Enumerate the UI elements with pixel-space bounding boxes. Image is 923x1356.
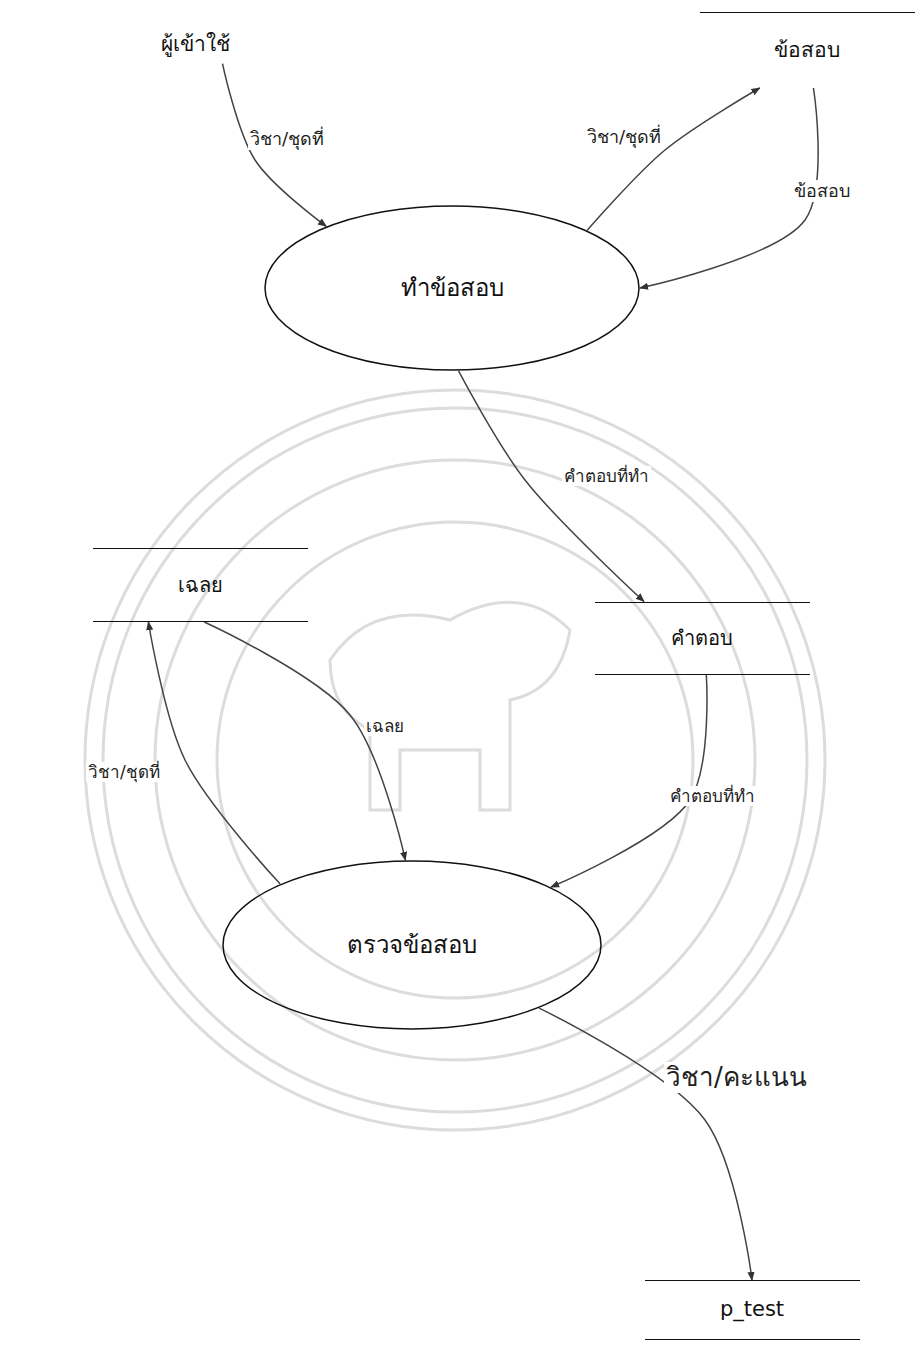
process-ellipse: ตรวจข้อสอบ: [222, 860, 602, 1030]
flow-label: เฉลย: [364, 716, 406, 736]
flow-label: ข้อสอบ: [792, 180, 852, 202]
flow-label: วิชา/ชุดที่: [585, 126, 663, 148]
data-flow-arrow: [539, 1008, 752, 1280]
process-ellipse: ทำข้อสอบ: [264, 205, 640, 371]
node-label: เฉลย: [178, 573, 223, 597]
data-flow-arrow: [204, 622, 405, 860]
node-label: ข้อสอบ: [774, 38, 840, 63]
node-text-group: ข้อสอบ: [774, 38, 840, 63]
node-label: ผู้เข้าใช้: [161, 32, 230, 57]
flow-label: คำตอบที่ทำ: [562, 466, 651, 486]
data-store: เฉลย: [93, 548, 308, 622]
node-text-group: เฉลย: [178, 573, 223, 597]
external-entity: ผู้เข้าใช้: [140, 26, 250, 63]
flow-label: วิชา/ชุดที่: [86, 762, 162, 782]
data-store: p_test: [645, 1280, 860, 1340]
data-flow-arrow: [223, 64, 327, 227]
node-text-group: คำตอบ: [671, 626, 733, 650]
node-label: ตรวจข้อสอบ: [347, 931, 477, 960]
flow-label: วิชา/คะแนน: [664, 1062, 809, 1093]
node-label: คำตอบ: [671, 626, 733, 650]
node-text-group: ตรวจข้อสอบ: [347, 931, 477, 960]
node-text-group: ทำข้อสอบ: [401, 274, 504, 303]
flow-label: คำตอบที่ทำ: [668, 786, 757, 806]
node-text-group: ผู้เข้าใช้: [161, 32, 230, 57]
node-text-group: p_test: [720, 1297, 784, 1322]
data-flow-arrow: [148, 622, 280, 884]
data-store: คำตอบ: [595, 602, 810, 675]
data-store: ข้อสอบ: [700, 12, 915, 88]
data-flow-arrow: [587, 88, 759, 230]
flow-label: วิชา/ชุดที่: [248, 128, 326, 150]
node-label: p_test: [720, 1297, 784, 1322]
node-label: ทำข้อสอบ: [401, 274, 504, 303]
data-flow-arrow: [551, 675, 707, 888]
